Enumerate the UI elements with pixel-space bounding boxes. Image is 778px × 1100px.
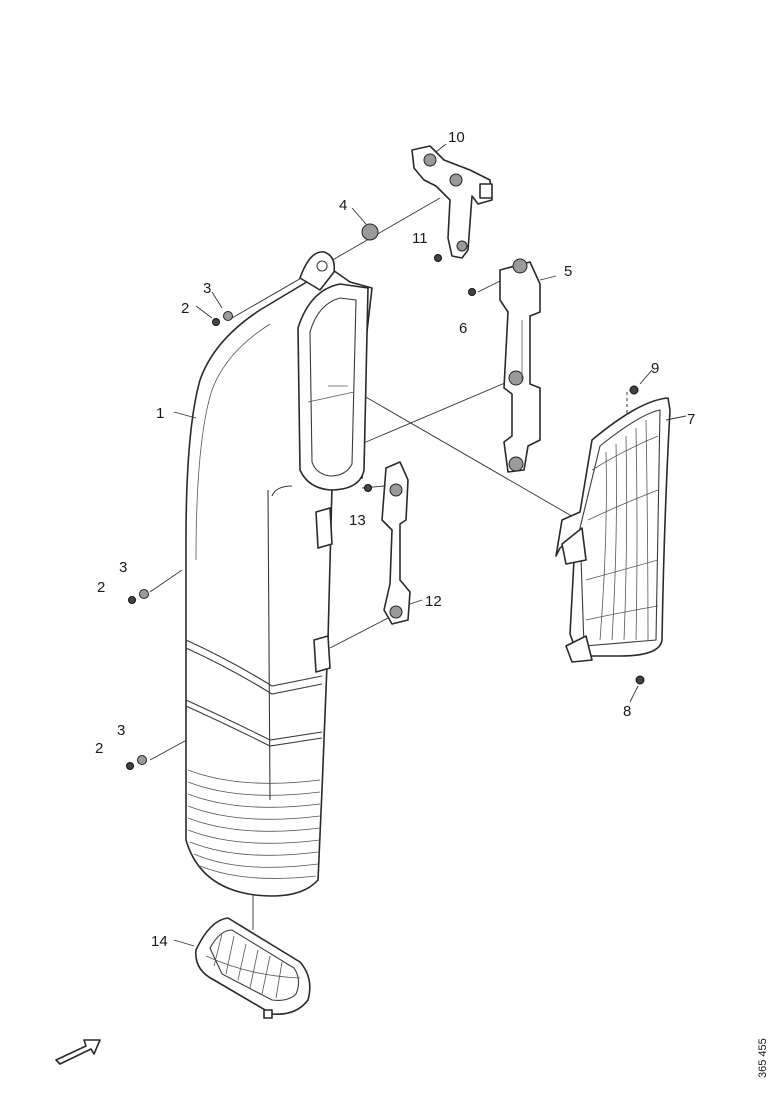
bracket-part-10 (411, 145, 493, 259)
grille-part-7 (555, 397, 671, 663)
screw-part-2-middle (128, 596, 136, 604)
callout-6: 6 (459, 320, 467, 337)
nut-part-4 (361, 223, 379, 241)
callout-11: 11 (412, 230, 428, 247)
callout-7: 7 (687, 411, 695, 428)
callout-1: 1 (156, 405, 164, 422)
callout-3-middle: 3 (119, 559, 127, 576)
callout-10: 10 (448, 129, 465, 146)
support-bracket-part-5 (499, 258, 541, 473)
callout-12: 12 (425, 593, 442, 610)
diagram-reference-number: 365 455 (757, 1038, 769, 1078)
washer-part-3-upper (223, 311, 233, 321)
bracket-part-12 (381, 461, 411, 625)
callout-5: 5 (564, 263, 572, 280)
callout-labels: 1 2 3 2 3 2 3 4 5 6 7 8 9 10 11 12 13 14 (95, 129, 695, 950)
screw-part-11 (434, 254, 442, 262)
callout-8: 8 (623, 703, 631, 720)
screw-part-13 (364, 484, 372, 492)
callout-9: 9 (651, 360, 659, 377)
callout-2-upper: 2 (181, 300, 189, 317)
callout-2-lower: 2 (95, 740, 103, 757)
screw-part-9 (629, 385, 639, 395)
callout-2-middle: 2 (97, 579, 105, 596)
callout-14: 14 (151, 933, 168, 950)
callout-leaders (173, 143, 687, 947)
screw-part-2-upper (212, 318, 220, 326)
front-direction-arrow-icon (55, 1039, 101, 1065)
fasteners (126, 223, 645, 770)
callout-4: 4 (339, 197, 347, 214)
screw-part-2-lower (126, 762, 134, 770)
bottom-grille-part-14 (195, 917, 311, 1019)
screw-part-8 (635, 675, 645, 685)
washer-part-3-middle (139, 589, 149, 599)
callout-3-lower: 3 (117, 722, 125, 739)
screw-part-6 (468, 288, 476, 296)
callout-13: 13 (349, 512, 366, 529)
callout-3-upper: 3 (203, 280, 211, 297)
washer-part-3-lower (137, 755, 147, 765)
air-duct-part-1 (185, 251, 373, 897)
